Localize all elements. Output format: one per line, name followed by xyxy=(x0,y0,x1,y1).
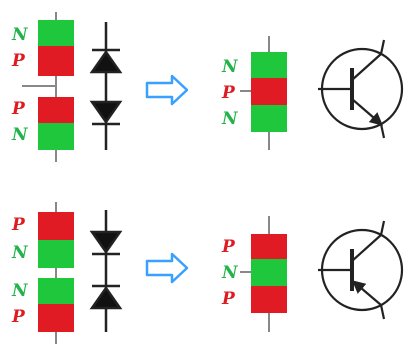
npn-diode-pair-blocks: N P P N xyxy=(11,12,74,162)
npn-upper-label-1: N xyxy=(11,25,29,45)
npn-transistor-icon xyxy=(318,39,404,139)
diode-icon xyxy=(89,100,123,126)
npn-upper-n-region xyxy=(38,20,74,46)
npn-block-label-1: N xyxy=(221,57,239,77)
pnp-lower-label-2: P xyxy=(11,307,26,327)
npn-block-label-3: N xyxy=(221,109,239,129)
pnp-base-n-region xyxy=(251,259,287,286)
pnp-emitter-p-region xyxy=(251,234,287,259)
npn-lower-n-region xyxy=(38,123,74,150)
pnp-row: P N N P xyxy=(11,202,404,344)
npn-collector-n-region xyxy=(251,105,287,132)
pnp-block-label-3: P xyxy=(221,289,236,309)
pnp-upper-label-2: N xyxy=(11,243,29,263)
npn-lower-label-1: P xyxy=(11,99,26,119)
npn-lower-p-region xyxy=(38,97,74,123)
pnp-block-stack: P N P xyxy=(221,216,287,332)
pnp-lower-label-1: N xyxy=(11,281,29,301)
pnp-block-label-2: N xyxy=(221,263,239,283)
pnp-upper-label-1: P xyxy=(11,215,26,235)
pnp-lower-p-region xyxy=(38,304,74,332)
hollow-right-arrow-icon xyxy=(145,74,189,106)
npn-lower-label-2: N xyxy=(11,125,29,145)
pnp-diode-pair-blocks: P N N P xyxy=(11,202,74,344)
pnp-upper-n-region xyxy=(38,240,74,268)
hollow-right-arrow-icon xyxy=(145,252,189,284)
pnp-upper-p-region xyxy=(38,212,74,240)
pnp-lower-n-region xyxy=(38,278,74,304)
npn-emitter-n-region xyxy=(251,52,287,78)
pnp-diode-symbols xyxy=(89,210,123,332)
npn-upper-label-2: P xyxy=(11,51,26,71)
npn-block-stack: N P N xyxy=(221,36,287,150)
diode-icon xyxy=(89,48,123,74)
pnp-block-label-1: P xyxy=(221,237,236,257)
npn-block-label-2: P xyxy=(221,83,236,103)
npn-row: N P P N xyxy=(11,12,404,162)
diode-icon xyxy=(89,284,123,310)
pnp-transistor-icon xyxy=(318,220,404,320)
pnp-collector-p-region xyxy=(251,286,287,313)
diode-icon xyxy=(89,230,123,256)
npn-diode-symbols xyxy=(89,22,123,150)
npn-base-p-region xyxy=(251,78,287,105)
npn-upper-p-region xyxy=(38,46,74,76)
